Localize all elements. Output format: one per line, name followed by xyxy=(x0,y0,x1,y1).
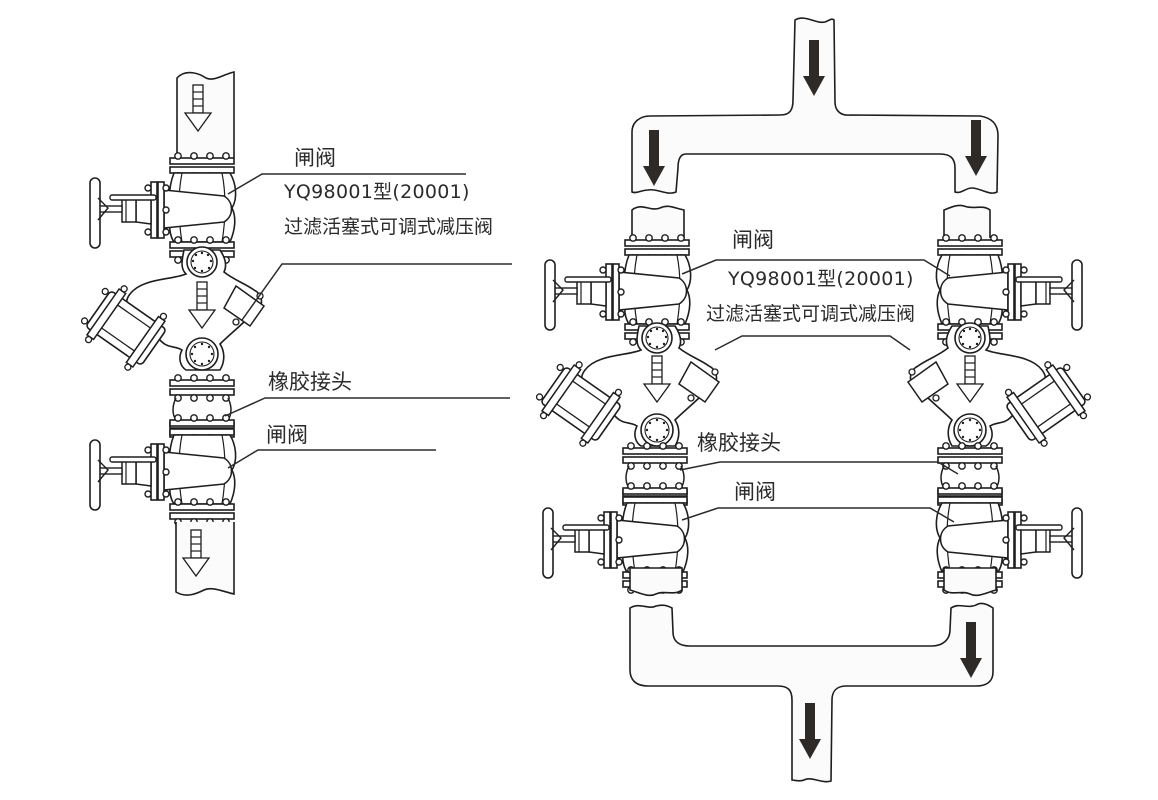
label-gate-valve-top: 闸阀 xyxy=(732,228,774,252)
label-gate-valve-bottom: 闸阀 xyxy=(734,480,776,504)
pressure-reducing-valve-icon xyxy=(72,246,265,377)
pressure-reducing-valve-icon xyxy=(907,322,1100,453)
rubber-joint-icon xyxy=(622,441,688,506)
label-rubber-joint: 橡胶接头 xyxy=(697,431,781,455)
single-installation xyxy=(72,71,512,596)
rubber-joint-icon xyxy=(937,441,1003,506)
inlet-header-pipe xyxy=(631,17,999,194)
branch-right xyxy=(907,204,1100,597)
pressure-reducing-valve-icon xyxy=(527,322,720,453)
label-pressure-reducing-valve: 过滤活塞式可调式减压阀 xyxy=(706,303,916,325)
label-gate-valve-bottom: 闸阀 xyxy=(266,423,308,447)
leader-lines xyxy=(679,259,959,523)
branch-left xyxy=(527,205,720,597)
label-gate-valve-top: 闸阀 xyxy=(294,146,336,170)
parallel-installation xyxy=(527,17,1100,783)
label-pressure-reducing-valve: 过滤活塞式可调式减压阀 xyxy=(284,216,494,238)
label-model-number: YQ98001型(20001) xyxy=(728,268,914,290)
outlet-header-pipe xyxy=(629,602,994,783)
gate-valve-icon xyxy=(89,152,237,265)
label-model-number: YQ98001型(20001) xyxy=(284,181,470,203)
label-rubber-joint: 橡胶接头 xyxy=(268,370,352,394)
leader-lines xyxy=(224,173,512,469)
gate-valve-icon xyxy=(89,413,237,527)
rubber-joint-icon xyxy=(169,373,235,438)
